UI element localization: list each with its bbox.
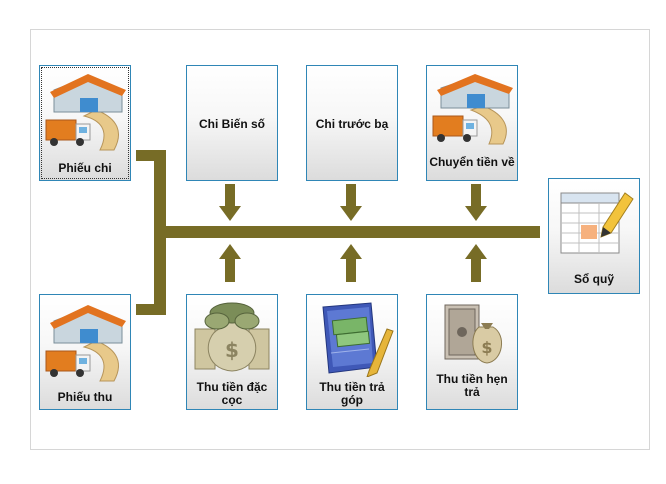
- so-quy-tile[interactable]: Sổ quỹ: [548, 178, 640, 294]
- thu-tien-hen-tra-tile[interactable]: $ Thu tiền hẹn trả: [426, 294, 518, 410]
- arrow-down-chi-truoc-ba: [340, 184, 362, 221]
- svg-text:$: $: [481, 338, 492, 357]
- thu-tien-hen-tra-label: Thu tiền hẹn trả: [436, 372, 508, 399]
- phieu-thu-connector: [136, 304, 166, 315]
- arrow-up-thu-tien-dat-coc: [219, 244, 241, 282]
- warehouse-truck-icon: [45, 305, 126, 382]
- phieu-thu-tile[interactable]: Phiếu thu: [39, 294, 131, 410]
- money-bag-icon: $: [194, 302, 270, 372]
- so-quy-label: Sổ quỹ: [573, 272, 614, 286]
- thu-tien-dat-coc-tile[interactable]: $ Thu tiền đặc cọc: [186, 294, 278, 410]
- thu-tien-tra-gop-tile[interactable]: Thu tiền trả góp: [306, 294, 398, 410]
- thu-tien-tra-gop-label: Thu tiền trả góp: [319, 380, 385, 407]
- chuyen-tien-ve-tile[interactable]: Chuyển tiền về: [426, 65, 518, 181]
- phieu-thu-label: Phiếu thu: [57, 390, 113, 404]
- ledger-pencil-icon: [560, 192, 634, 254]
- chi-bien-so-tile[interactable]: Chi Biến số: [186, 65, 278, 181]
- arrow-down-chi-bien-so: [219, 184, 241, 221]
- arrow-down-chuyen-tien-ve: [465, 184, 487, 221]
- safe-money-icon: $: [444, 304, 502, 364]
- warehouse-truck-icon: [432, 74, 513, 145]
- main-connector-horizontal: [160, 226, 540, 238]
- chi-bien-so-label: Chi Biến số: [198, 117, 265, 131]
- warehouse-truck-icon: [45, 74, 126, 151]
- arrow-up-thu-tien-hen-tra: [465, 244, 487, 282]
- phieu-chi-label: Phiếu chi: [58, 161, 112, 175]
- phieu-chi-connector: [136, 150, 166, 161]
- left-connector-vertical: [154, 150, 166, 315]
- thu-tien-dat-coc-label: Thu tiền đặc cọc: [196, 380, 268, 407]
- notebook-money-icon: [322, 302, 394, 377]
- phieu-chi-tile[interactable]: Phiếu chi: [39, 65, 131, 181]
- chi-truoc-ba-tile[interactable]: Chi trước bạ: [306, 65, 398, 181]
- svg-text:$: $: [225, 338, 239, 362]
- chuyen-tien-ve-label: Chuyển tiền về: [429, 155, 515, 169]
- chi-truoc-ba-label: Chi trước bạ: [315, 117, 389, 131]
- arrow-up-thu-tien-tra-gop: [340, 244, 362, 282]
